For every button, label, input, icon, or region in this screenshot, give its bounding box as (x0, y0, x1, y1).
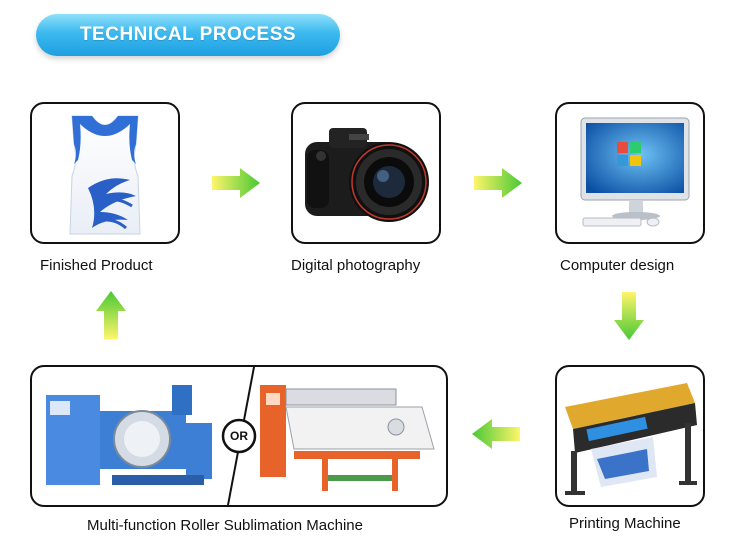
or-label: OR (230, 429, 248, 443)
arrow-left-icon (472, 419, 520, 449)
banner-title: TECHNICAL PROCESS (79, 24, 297, 45)
roller-machine-box: OR (30, 365, 448, 507)
orange-roller-machine (260, 385, 435, 491)
label-printing-machine: Printing Machine (569, 515, 681, 532)
label-digital-photography: Digital photography (291, 257, 421, 274)
arrow-down-icon (614, 292, 644, 340)
arrow-right-icon (212, 168, 260, 198)
computer-image (580, 117, 690, 227)
computer-design-box (555, 102, 705, 244)
printer-image (565, 383, 697, 495)
arrow-right-icon (474, 168, 522, 198)
label-computer-design: Computer design (560, 257, 675, 274)
finished-product-box (30, 102, 180, 244)
blue-roller-machine (46, 385, 212, 485)
title-banner: TECHNICAL PROCESS (36, 14, 340, 56)
camera-image (305, 128, 429, 222)
arrow-up-icon (96, 291, 126, 339)
label-roller-machine: Multi-function Roller Sublimation Machin… (87, 517, 363, 534)
roller-machines-image (46, 367, 435, 505)
label-finished-product: Finished Product (40, 257, 153, 274)
digital-photography-box (291, 102, 441, 244)
jersey-image (69, 115, 141, 235)
printing-machine-box (555, 365, 705, 507)
